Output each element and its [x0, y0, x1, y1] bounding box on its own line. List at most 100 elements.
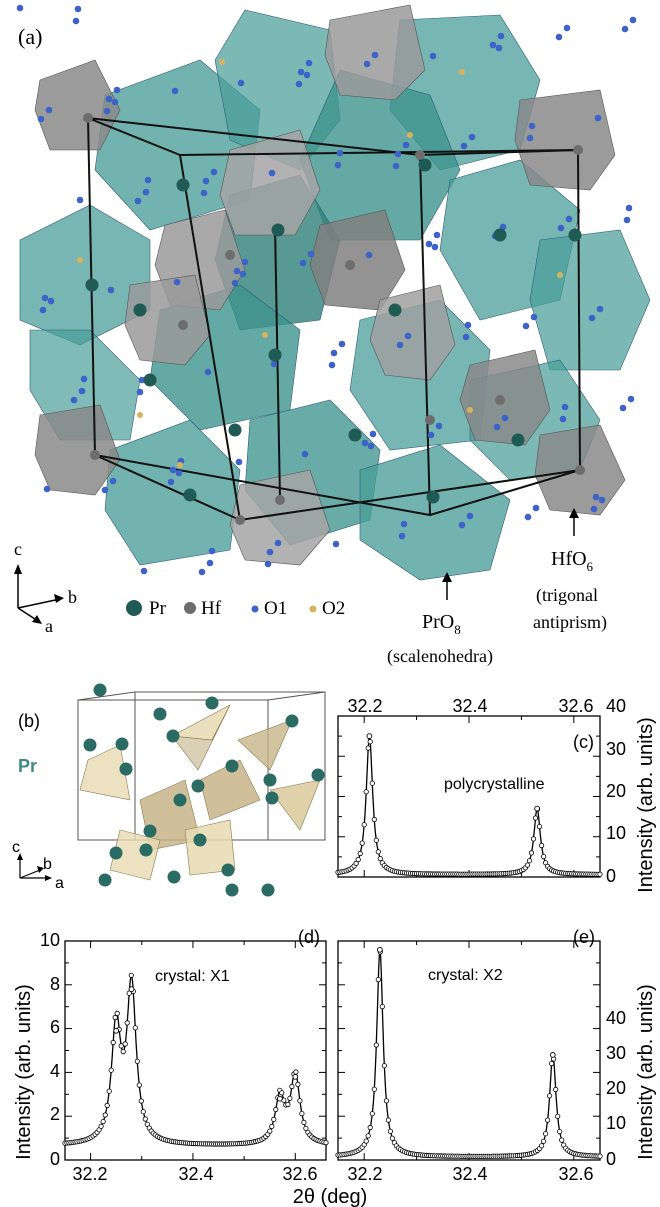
pr-atom: [83, 738, 97, 752]
hf-atom: [235, 515, 245, 525]
legend-a: Pr Hf O1 O2: [126, 598, 345, 619]
o1-atom: [103, 107, 111, 115]
hf-atom: [415, 150, 425, 160]
o1-atom: [202, 177, 210, 185]
pr-atom: [265, 791, 279, 805]
axis-c-label: c: [14, 539, 22, 559]
xrd-data-point: [140, 1109, 146, 1115]
pr-atom: [191, 779, 205, 793]
o1-atom: [501, 414, 509, 422]
panel-b: (b) Pr: [12, 683, 326, 897]
o1-atom: [70, 396, 78, 404]
pr-atom: [268, 348, 282, 362]
pr-atom: [493, 228, 507, 242]
o1-atom: [167, 478, 175, 486]
tick-label-bottom: 32.6: [282, 1164, 317, 1184]
xrd-data-point: [381, 1063, 387, 1069]
tick-label-right: 0: [606, 866, 616, 886]
pr-atom: [426, 490, 440, 504]
o1-atom: [528, 122, 536, 130]
o1-atom: [37, 115, 45, 123]
o1-atom: [559, 415, 567, 423]
o1-atom: [101, 486, 109, 494]
tick-label-left: 6: [50, 1017, 60, 1037]
pr-atom: [115, 737, 129, 751]
panel-c-label: (c): [573, 732, 594, 752]
tick-label-left: 2: [50, 1104, 60, 1124]
o1-atom: [596, 305, 604, 313]
xrd-data-point: [557, 1129, 563, 1135]
o1-atom: [142, 188, 150, 196]
hfo6-label: HfO6: [551, 548, 594, 574]
o1-atom: [76, 196, 84, 204]
o1-atom: [336, 149, 344, 157]
tick-label-left: 4: [50, 1061, 60, 1081]
xrd-data-point: [553, 1086, 559, 1093]
xrd-data-point: [98, 1123, 104, 1129]
xrd-data-point: [365, 1133, 371, 1139]
xrd-data-point: [375, 849, 381, 855]
o1-atom: [367, 442, 375, 450]
pr-atom: [348, 428, 362, 442]
xrd-data-point: [267, 1128, 273, 1134]
pr-atom: [271, 223, 285, 237]
o1-atom: [328, 361, 336, 369]
o1-atom: [144, 176, 152, 184]
o1-atom: [268, 169, 276, 177]
tick-label-left: 8: [50, 974, 60, 994]
xrd-data-point: [128, 972, 134, 978]
o1-atom: [369, 430, 377, 438]
xrd-data-point: [373, 837, 379, 843]
o2-atom: [219, 59, 225, 65]
xrd-data-point: [142, 1116, 148, 1122]
o1-atom: [588, 314, 596, 322]
o1-atom: [555, 33, 563, 41]
xrd-data-point: [540, 1138, 547, 1144]
pr-atom: [263, 773, 277, 787]
tick-label-right: 30: [606, 739, 626, 759]
o1-atom: [200, 189, 208, 197]
xrd-peak-point: [549, 1052, 556, 1058]
pr-atom: [98, 873, 112, 887]
o1-atom: [208, 547, 216, 555]
o1-atom: [241, 258, 249, 266]
hfo6-polyhedron: [34, 59, 121, 151]
tick-label-right: 20: [606, 1078, 626, 1098]
tick-label-right: 40: [606, 696, 626, 716]
o1-atom: [404, 332, 412, 340]
o1-atom: [425, 240, 433, 248]
tick-label-left: 0: [50, 1149, 60, 1169]
tetrahedron: [269, 779, 321, 831]
xrd-peak-point: [128, 986, 135, 993]
axis-a-label-b: a: [55, 875, 64, 892]
o2-atom: [407, 132, 413, 138]
xrd-data-point: [134, 1058, 140, 1064]
o1-atom: [532, 504, 540, 512]
o1-atom: [592, 493, 600, 501]
o1-atom: [530, 313, 538, 321]
o1-atom: [231, 279, 239, 287]
xrd-data-point: [375, 976, 381, 983]
xrd-data-point: [597, 1153, 603, 1159]
xrd-data-point: [110, 1039, 116, 1046]
o1-atom: [435, 422, 443, 430]
tick-label-bottom: 32.4: [178, 1164, 213, 1184]
axis-a-label: a: [45, 616, 53, 636]
legend-pr-label: Pr: [149, 598, 167, 619]
hfo6-polyhedron: [514, 89, 616, 191]
o1-atom: [138, 376, 146, 384]
o1-atom: [590, 505, 598, 513]
legend-o2-label: O2: [322, 598, 345, 619]
o1-atom: [458, 521, 466, 529]
o1-atom: [392, 162, 400, 170]
xrd-data-point: [389, 1135, 395, 1141]
o1-atom: [134, 197, 142, 205]
xrd-peak-point: [113, 1027, 120, 1034]
xrd-data-point: [546, 1093, 553, 1099]
tick-label-right: 30: [606, 1043, 626, 1063]
o1-atom: [39, 306, 47, 314]
o1-legend-marker: [251, 605, 259, 613]
xrd-data-point: [112, 1014, 118, 1021]
xrd-data-point: [555, 1113, 561, 1119]
tick-label-right: 10: [606, 823, 626, 843]
